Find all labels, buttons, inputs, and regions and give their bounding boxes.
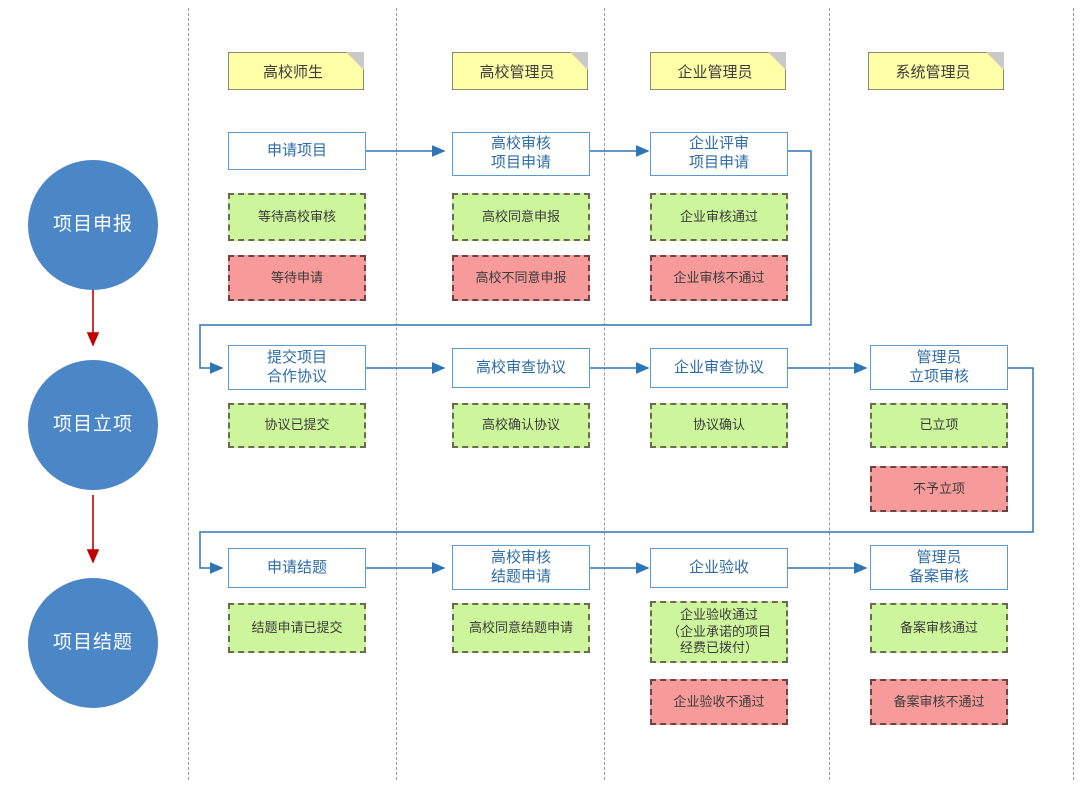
- note-fold-icon: [570, 52, 588, 70]
- status-ent-review-fail[interactable]: 企业审核不通过: [650, 255, 788, 301]
- lane-header-sys-admin[interactable]: 系统管理员: [868, 52, 1004, 90]
- status-uni-disagree-declare[interactable]: 高校不同意申报: [452, 255, 590, 301]
- process-ent-check-agreement[interactable]: 企业审查协议: [650, 348, 788, 388]
- status-uni-agree-finish[interactable]: 高校同意结题申请: [452, 603, 590, 653]
- lane-header-label: 系统管理员: [895, 63, 971, 81]
- status-agreement-submitted[interactable]: 协议已提交: [228, 403, 366, 448]
- lane-header-ent-admin[interactable]: 企业管理员: [650, 52, 786, 90]
- process-submit-agreement[interactable]: 提交项目 合作协议: [228, 345, 366, 390]
- status-uni-confirm-agreement[interactable]: 高校确认协议: [452, 403, 590, 448]
- lane-header-student[interactable]: 高校师生: [228, 52, 364, 90]
- lane-divider-2: [396, 8, 397, 780]
- note-fold-icon: [346, 52, 364, 70]
- lane-header-label: 企业管理员: [677, 63, 753, 81]
- status-agreement-confirmed[interactable]: 协议确认: [650, 403, 788, 448]
- phase-circle-approve[interactable]: 项目立项: [28, 360, 158, 490]
- note-fold-icon: [986, 52, 1004, 70]
- process-admin-project-approval[interactable]: 管理员 立项审核: [870, 345, 1008, 390]
- status-waiting-uni-review[interactable]: 等待高校审核: [228, 193, 366, 241]
- process-uni-check-agreement[interactable]: 高校审查协议: [452, 348, 590, 388]
- process-ent-acceptance[interactable]: 企业验收: [650, 548, 788, 588]
- status-ent-review-pass[interactable]: 企业审核通过: [650, 193, 788, 241]
- status-ent-acceptance-pass[interactable]: 企业验收通过 （企业承诺的项目 经费已拨付）: [650, 601, 788, 663]
- process-apply-finish[interactable]: 申请结题: [228, 548, 366, 588]
- process-uni-review-finish[interactable]: 高校审核 结题申请: [452, 545, 590, 590]
- lane-divider-4: [829, 8, 830, 780]
- status-uni-agree-declare[interactable]: 高校同意申报: [452, 193, 590, 241]
- note-fold-icon: [768, 52, 786, 70]
- status-record-review-fail[interactable]: 备案审核不通过: [870, 679, 1008, 725]
- status-waiting-apply[interactable]: 等待申请: [228, 255, 366, 301]
- phase-circle-declare[interactable]: 项目申报: [28, 160, 158, 290]
- process-uni-review-apply[interactable]: 高校审核 项目申请: [452, 132, 590, 176]
- lane-divider-3: [604, 8, 605, 780]
- status-project-rejected[interactable]: 不予立项: [870, 466, 1008, 512]
- lane-divider-1: [188, 8, 189, 780]
- lane-divider-5: [1073, 8, 1074, 780]
- status-project-approved[interactable]: 已立项: [870, 403, 1008, 448]
- phase-label: 项目立项: [52, 413, 133, 435]
- phase-circle-finish[interactable]: 项目结题: [28, 578, 158, 708]
- status-finish-application-submitted[interactable]: 结题申请已提交: [228, 603, 366, 653]
- status-ent-acceptance-fail[interactable]: 企业验收不通过: [650, 679, 788, 725]
- process-ent-review-apply[interactable]: 企业评审 项目申请: [650, 132, 788, 176]
- process-admin-record-review[interactable]: 管理员 备案审核: [870, 545, 1008, 590]
- status-record-review-pass[interactable]: 备案审核通过: [870, 603, 1008, 653]
- process-apply-project[interactable]: 申请项目: [228, 132, 366, 170]
- lane-header-uni-admin[interactable]: 高校管理员: [452, 52, 588, 90]
- lane-header-label: 高校师生: [262, 63, 323, 81]
- lane-header-label: 高校管理员: [479, 63, 555, 81]
- phase-label: 项目申报: [52, 213, 133, 235]
- phase-label: 项目结题: [52, 631, 133, 653]
